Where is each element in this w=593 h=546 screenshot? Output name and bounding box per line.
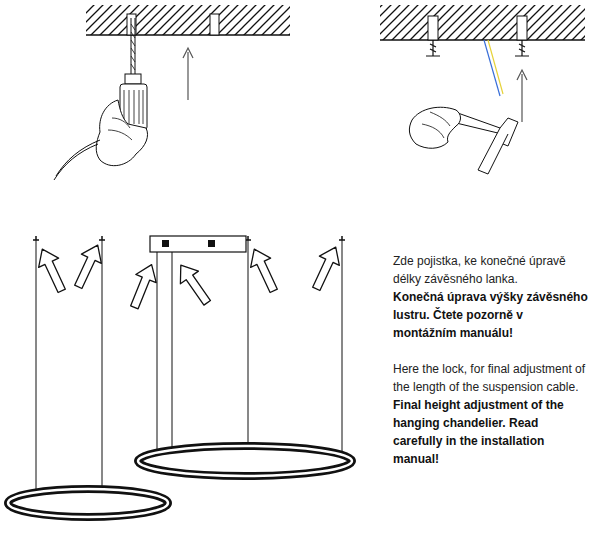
warning-note: Final height adjustment of the hanging c… [393,396,589,468]
pointer-arrow [32,245,71,296]
screwdriver [452,112,518,146]
pointer-arrow [306,243,345,294]
callout-note: Here the lock, for final adjustment of t… [393,360,589,396]
drilling-step [54,5,290,180]
drill-hole [210,14,219,35]
pointer-arrow [124,261,162,312]
anchoring-step [380,5,585,174]
ceiling [86,5,290,35]
pointer-arrow [68,241,107,292]
pointer-arrow [172,259,216,309]
light-ring [138,446,352,476]
supply-wire [488,40,503,94]
wall-plug [517,16,527,40]
chandelier [8,236,352,517]
light-ring [8,489,168,517]
direction-arrow [183,48,193,100]
hand [409,107,460,148]
direction-arrow [517,70,527,122]
canopy [150,236,246,252]
wall-plug [428,16,438,40]
callout-note: Zde pojistka, ke konečné úpravě délky zá… [393,252,589,288]
supply-wire [484,40,500,96]
warning-note: Konečná úprava výšky závěsného lustru. Č… [393,288,589,342]
note-block: Zde pojistka, ke konečné úpravě délky zá… [393,252,589,468]
pointer-arrow [244,245,283,296]
ceiling [380,5,585,40]
screw [426,40,440,56]
screw [515,40,529,56]
